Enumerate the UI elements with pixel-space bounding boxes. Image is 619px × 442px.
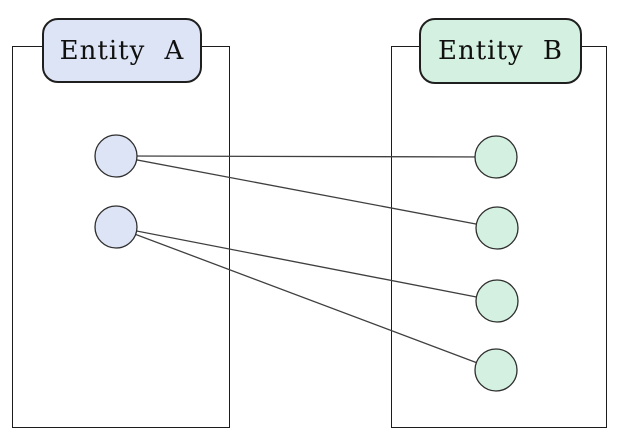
entity-a-label: Entity A bbox=[42, 18, 202, 83]
node-A2 bbox=[94, 205, 138, 249]
entity-b-label: Entity B bbox=[419, 18, 582, 84]
connection-A1-B2 bbox=[115, 155, 498, 229]
node-B3 bbox=[475, 279, 519, 323]
node-A1 bbox=[94, 134, 138, 178]
node-B4 bbox=[474, 348, 518, 392]
connection-A2-B4 bbox=[115, 226, 497, 371]
connection-A2-B3 bbox=[115, 226, 498, 302]
node-B1 bbox=[474, 135, 518, 179]
node-B2 bbox=[475, 206, 519, 250]
connection-A1-B1 bbox=[115, 155, 497, 158]
